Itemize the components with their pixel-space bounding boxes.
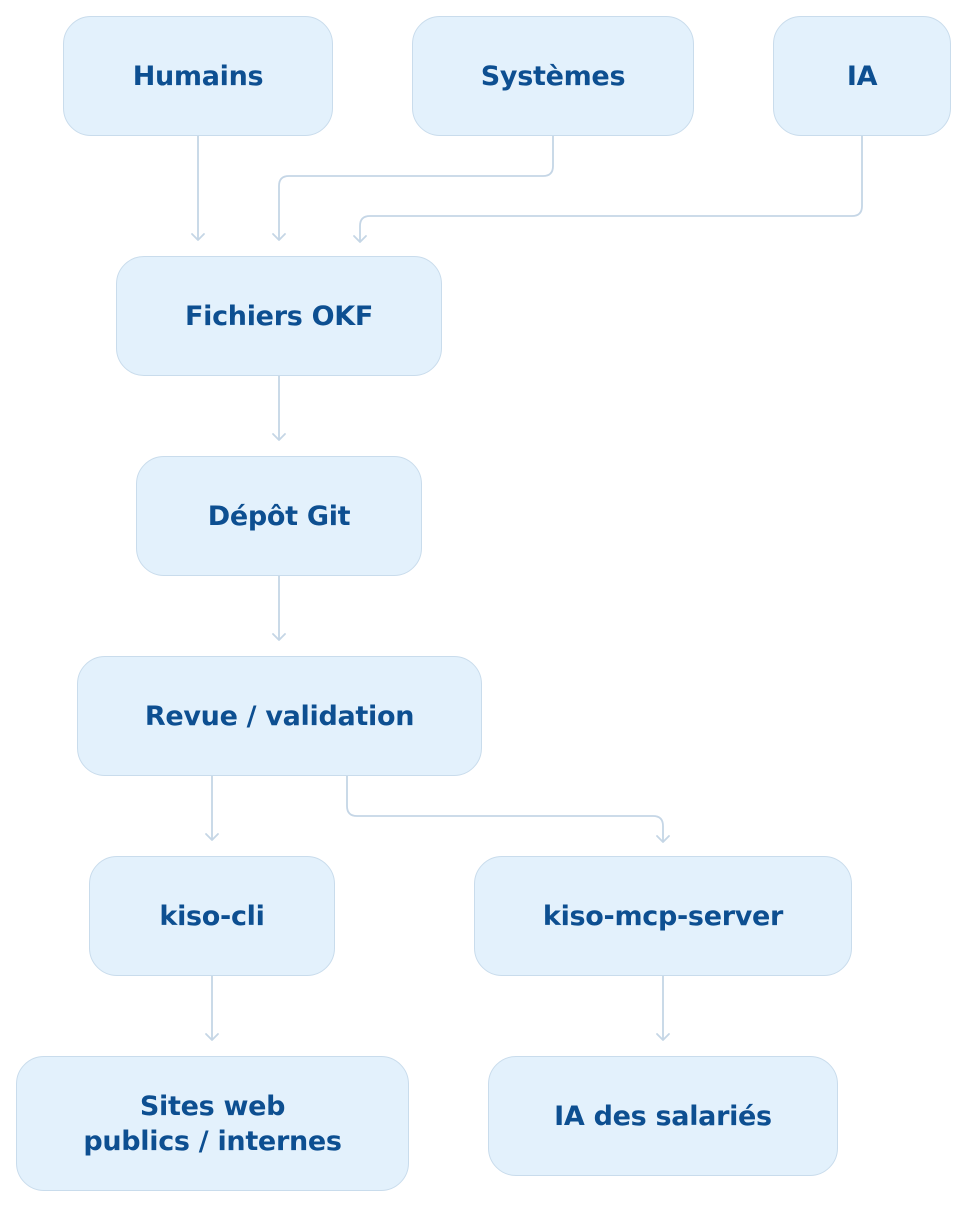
node-sites-web-label: Sites web publics / internes xyxy=(83,1090,342,1157)
arrowhead-fichiers-okf-depot-git xyxy=(272,433,286,441)
arrowhead-depot-git-revue-validation xyxy=(272,633,286,641)
arrowhead-humains-fichiers-okf xyxy=(191,233,205,241)
node-revue-validation-label: Revue / validation xyxy=(144,700,415,732)
arrowhead-ia-fichiers-okf xyxy=(353,235,367,243)
arrowhead-kiso-mcp-server-ia-salaries xyxy=(656,1033,670,1041)
node-ia: IA xyxy=(773,16,951,136)
node-kiso-cli: kiso-cli xyxy=(89,856,335,976)
node-kiso-mcp-server-label: kiso-mcp-server xyxy=(542,900,784,932)
node-kiso-mcp-server: kiso-mcp-server xyxy=(474,856,852,976)
node-depot-git-label: Dépôt Git xyxy=(207,500,351,532)
arrowhead-kiso-cli-sites-web xyxy=(205,1033,219,1041)
node-fichiers-okf: Fichiers OKF xyxy=(116,256,442,376)
node-humains-label: Humains xyxy=(132,60,264,92)
arrowhead-revue-validation-kiso-cli xyxy=(205,833,219,841)
node-ia-label: IA xyxy=(846,60,878,92)
node-sites-web: Sites web publics / internes xyxy=(16,1056,409,1191)
edge-ia-fichiers-okf xyxy=(359,136,863,242)
arrowhead-revue-validation-kiso-mcp-server xyxy=(656,835,670,843)
node-ia-salaries: IA des salariés xyxy=(488,1056,838,1176)
node-humains: Humains xyxy=(63,16,333,136)
edge-revue-validation-kiso-mcp-server xyxy=(346,776,664,842)
node-systemes: Systèmes xyxy=(412,16,694,136)
node-revue-validation: Revue / validation xyxy=(77,656,482,776)
node-kiso-cli-label: kiso-cli xyxy=(159,900,265,932)
node-depot-git: Dépôt Git xyxy=(136,456,422,576)
node-systemes-label: Systèmes xyxy=(480,60,626,92)
edge-systemes-fichiers-okf xyxy=(278,136,554,240)
node-fichiers-okf-label: Fichiers OKF xyxy=(185,300,373,332)
node-ia-salaries-label: IA des salariés xyxy=(554,1100,772,1132)
arrowhead-systemes-fichiers-okf xyxy=(272,233,286,241)
